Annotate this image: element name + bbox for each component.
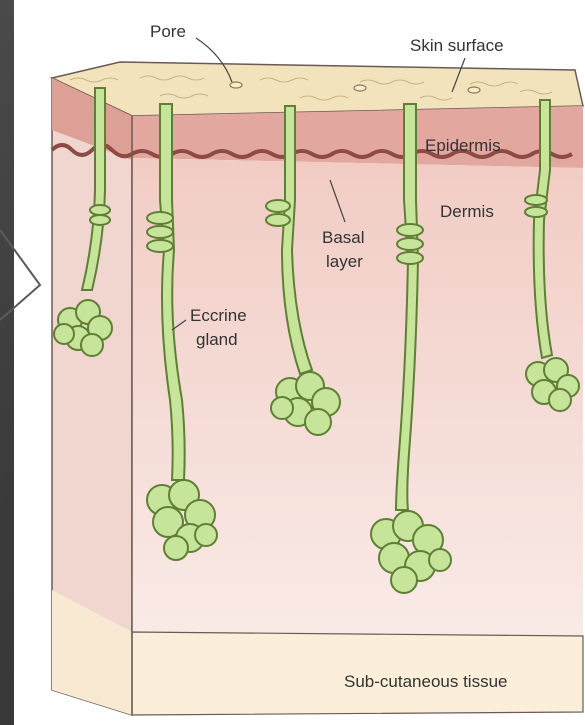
dermis-label: Dermis (440, 202, 494, 222)
slide-accent-line (0, 230, 40, 320)
epidermis-label: Epidermis (425, 136, 501, 156)
basal-layer-label-line2: layer (326, 252, 363, 272)
pore-label: Pore (150, 22, 186, 42)
eccrine-gland-label-line1: Eccrine (190, 306, 247, 326)
skin-surface-label: Skin surface (410, 36, 504, 56)
subcutaneous-label: Sub-cutaneous tissue (344, 672, 508, 692)
basal-layer-label-line1: Basal (322, 228, 365, 248)
eccrine-gland-label-line2: gland (196, 330, 238, 350)
